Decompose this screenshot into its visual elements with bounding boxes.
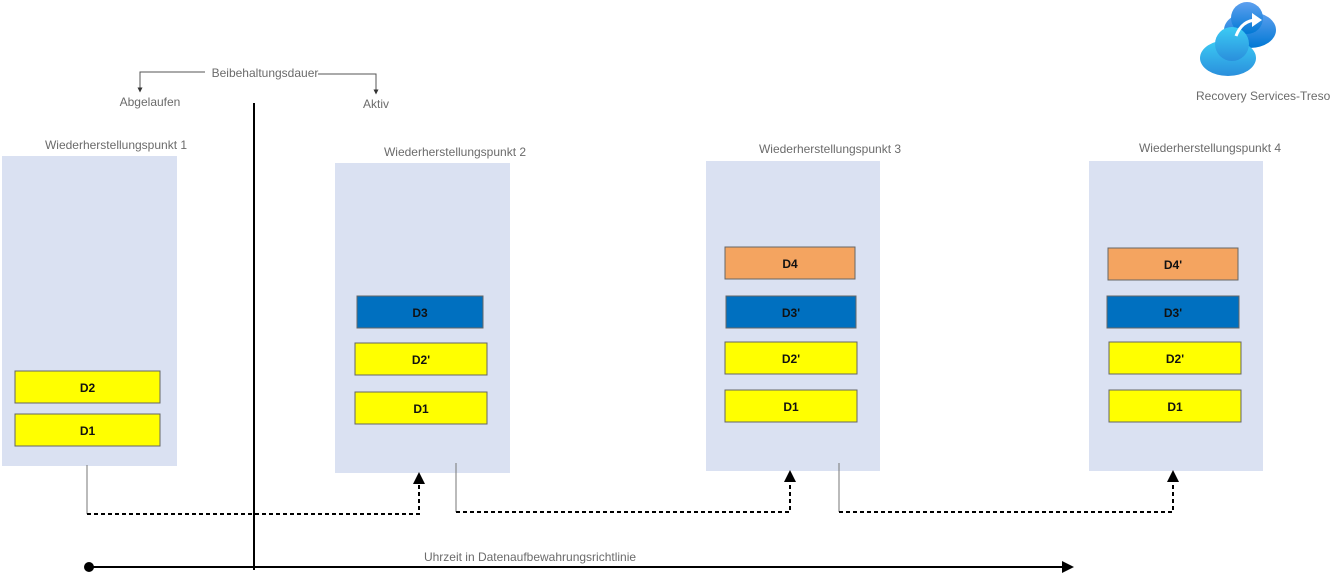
disk-label: D1 bbox=[1167, 400, 1183, 414]
vault-label: Recovery Services-Tresor bbox=[1196, 89, 1330, 103]
cloud-backup-icon bbox=[1200, 2, 1276, 76]
disk-d4-prime: D4' bbox=[1107, 247, 1239, 281]
connector-1-to-2 bbox=[86, 465, 425, 515]
disk-block bbox=[354, 391, 488, 425]
expired-arrow bbox=[137, 71, 205, 93]
disk-label: D3' bbox=[1164, 306, 1182, 320]
disk-d4: D4 bbox=[724, 246, 856, 280]
disk-label: D1 bbox=[783, 400, 799, 414]
recovery-point-title: Wiederherstellungspunkt 1 bbox=[45, 138, 187, 152]
disk-block bbox=[14, 370, 161, 404]
disk-label: D4 bbox=[782, 257, 798, 271]
disk-d1: D1 bbox=[1108, 389, 1242, 423]
disk-d2-prime: D2' bbox=[724, 341, 858, 375]
disk-block bbox=[724, 341, 858, 375]
disk-block bbox=[1108, 389, 1242, 423]
disk-block bbox=[1108, 341, 1242, 375]
disk-d3-prime: D3' bbox=[725, 295, 857, 329]
active-label: Aktiv bbox=[363, 97, 389, 111]
disk-block bbox=[725, 295, 857, 329]
disk-label: D2' bbox=[412, 353, 430, 367]
disk-d2: D2 bbox=[14, 370, 161, 404]
disk-label: D3' bbox=[782, 306, 800, 320]
disk-d2-prime: D2' bbox=[354, 342, 488, 376]
recovery-point-title: Wiederherstellungspunkt 2 bbox=[384, 145, 526, 159]
expired-label: Abgelaufen bbox=[120, 95, 181, 109]
disk-block bbox=[354, 342, 488, 376]
disk-block bbox=[1107, 247, 1239, 281]
disk-d3: D3 bbox=[356, 295, 484, 329]
disk-d2-prime: D2' bbox=[1108, 341, 1242, 375]
disk-label: D1 bbox=[413, 402, 429, 416]
disk-block bbox=[14, 413, 161, 447]
disk-label: D1 bbox=[80, 424, 96, 438]
active-arrow bbox=[318, 73, 379, 95]
connector-2-to-3 bbox=[455, 463, 796, 513]
recovery-points: Wiederherstellungspunkt 1D2D1Wiederherst… bbox=[2, 138, 1281, 473]
recovery-point-title: Wiederherstellungspunkt 3 bbox=[759, 142, 901, 156]
incremental-connectors bbox=[86, 463, 1179, 515]
disk-label: D2' bbox=[1166, 352, 1184, 366]
timeline-axis: Uhrzeit in Datenaufbewahrungsrichtlinie bbox=[84, 550, 1074, 573]
disk-label: D4' bbox=[1164, 258, 1182, 272]
disk-label: D2 bbox=[80, 381, 96, 395]
disk-block bbox=[724, 246, 856, 280]
retention-header: Beibehaltungsdauer Abgelaufen Aktiv bbox=[120, 66, 389, 111]
disk-block bbox=[1106, 295, 1240, 329]
disk-block bbox=[356, 295, 484, 329]
retention-label: Beibehaltungsdauer bbox=[212, 66, 319, 80]
recovery-point-4: Wiederherstellungspunkt 4 D4' D3' D2' D1 bbox=[1089, 141, 1281, 471]
disk-block bbox=[724, 389, 858, 423]
disk-d1: D1 bbox=[14, 413, 161, 447]
disk-d1: D1 bbox=[354, 391, 488, 425]
disk-label: D3 bbox=[412, 306, 428, 320]
disk-d1: D1 bbox=[724, 389, 858, 423]
connector-3-to-4 bbox=[838, 463, 1179, 513]
recovery-point-title: Wiederherstellungspunkt 4 bbox=[1139, 141, 1281, 155]
timeline-label: Uhrzeit in Datenaufbewahrungsrichtlinie bbox=[424, 550, 636, 564]
disk-d3-prime: D3' bbox=[1106, 295, 1240, 329]
disk-label: D2' bbox=[782, 352, 800, 366]
